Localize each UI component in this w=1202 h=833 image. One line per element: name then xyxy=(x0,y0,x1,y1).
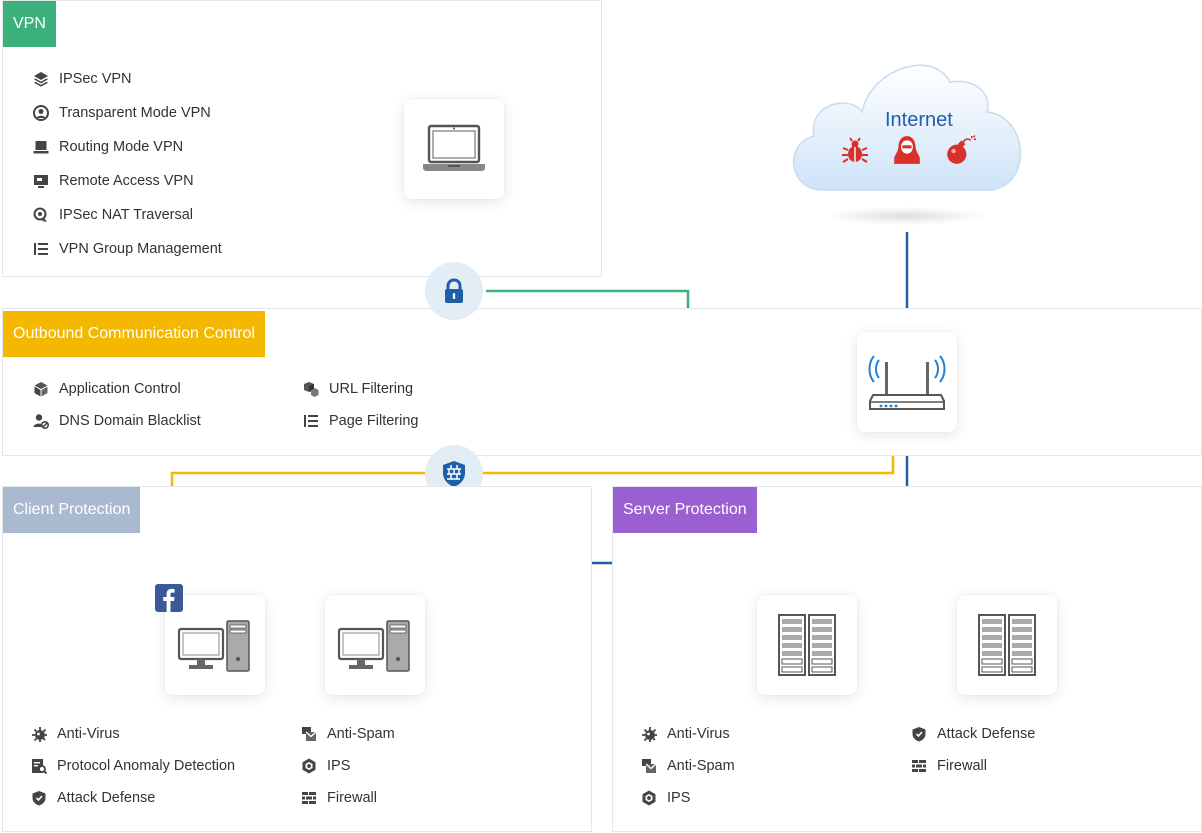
firewall-shield-icon xyxy=(443,461,465,487)
vpn-item-label: VPN Group Management xyxy=(59,241,222,257)
vpn-item-ipsec: IPSec VPN xyxy=(33,71,132,87)
facebook-icon xyxy=(155,584,183,612)
client-item-label: Anti-Virus xyxy=(57,726,120,742)
outbound-item-dns: DNS Domain Blacklist xyxy=(33,413,201,429)
server-card-2 xyxy=(957,595,1057,695)
server-item-label: Firewall xyxy=(937,758,987,774)
monitor-icon xyxy=(33,173,49,189)
layers-icon xyxy=(33,71,49,87)
client-item-label: IPS xyxy=(327,758,351,774)
vpn-lock-node xyxy=(425,262,483,320)
boxes-icon xyxy=(303,381,319,397)
laptop-icon xyxy=(33,139,49,155)
vpn-item-label: IPSec VPN xyxy=(59,71,132,87)
vpn-tag: VPN xyxy=(3,1,56,47)
user-globe-icon xyxy=(33,105,49,121)
client-item-label: Firewall xyxy=(327,790,377,806)
user-block-icon xyxy=(33,413,49,429)
shield-icon xyxy=(31,790,47,806)
server-item-attack: Attack Defense xyxy=(911,726,1035,742)
client-item-attack: Attack Defense xyxy=(31,790,155,806)
desktop-computer-icon xyxy=(177,620,250,672)
outbound-item-label: Application Control xyxy=(59,381,181,397)
client-tag: Client Protection xyxy=(3,487,141,533)
client-item-antispam: Anti-Spam xyxy=(301,726,395,742)
outbound-item-app: Application Control xyxy=(33,381,181,397)
mail-stack-icon xyxy=(301,726,317,742)
server-item-label: Anti-Virus xyxy=(667,726,730,742)
wifi-router-icon xyxy=(868,355,946,410)
cube-icon xyxy=(33,381,49,397)
server-rack-icon xyxy=(778,614,836,676)
client-item-protocol: Protocol Anomaly Detection xyxy=(31,758,235,774)
client-item-antivirus: Anti-Virus xyxy=(31,726,120,742)
client-panel: Client Protection Anti-Virus Protocol An… xyxy=(2,486,592,832)
outbound-item-label: DNS Domain Blacklist xyxy=(59,413,201,429)
client-item-label: Anti-Spam xyxy=(327,726,395,742)
globe-pin-icon xyxy=(33,207,49,223)
list-icon xyxy=(33,241,49,257)
client-item-firewall: Firewall xyxy=(301,790,377,806)
laptop-device-icon xyxy=(423,124,485,171)
server-item-antivirus: Anti-Virus xyxy=(641,726,730,742)
virus-icon xyxy=(641,726,657,742)
vpn-item-label: IPSec NAT Traversal xyxy=(59,207,194,223)
client-desktop-card-2 xyxy=(325,595,425,695)
server-tag: Server Protection xyxy=(613,487,757,533)
client-item-label: Attack Defense xyxy=(57,790,156,806)
server-item-ips: IPS xyxy=(641,790,690,806)
router-card xyxy=(857,332,957,432)
hexagon-icon xyxy=(301,758,317,774)
server-item-firewall: Firewall xyxy=(911,758,987,774)
bomb-icon xyxy=(947,135,976,164)
mail-stack-icon xyxy=(641,758,657,774)
hexagon-icon xyxy=(641,790,657,806)
outbound-item-label: Page Filtering xyxy=(329,413,419,429)
server-item-antispam: Anti-Spam xyxy=(641,758,735,774)
vpn-item-nat: IPSec NAT Traversal xyxy=(33,207,193,223)
outbound-panel: Outbound Communication Control Applicati… xyxy=(2,308,1202,456)
server-rack-icon xyxy=(978,614,1036,676)
hacker-icon xyxy=(894,136,920,164)
outbound-item-url: URL Filtering xyxy=(303,381,413,397)
brick-wall-icon xyxy=(911,758,927,774)
vpn-item-remote: Remote Access VPN xyxy=(33,173,194,189)
bug-icon xyxy=(842,137,868,163)
server-item-label: Attack Defense xyxy=(937,726,1036,742)
server-item-label: Anti-Spam xyxy=(667,758,735,774)
shield-icon xyxy=(911,726,927,742)
vpn-item-group: VPN Group Management xyxy=(33,241,222,257)
server-item-label: IPS xyxy=(667,790,691,806)
brick-wall-icon xyxy=(301,790,317,806)
client-desktop-card-1 xyxy=(165,595,265,695)
vpn-item-label: Routing Mode VPN xyxy=(59,139,184,155)
internet-label: Internet xyxy=(885,109,953,131)
document-search-icon xyxy=(31,758,47,774)
vpn-item-label: Remote Access VPN xyxy=(59,173,194,189)
outbound-item-page: Page Filtering xyxy=(303,413,418,429)
client-item-label: Protocol Anomaly Detection xyxy=(57,758,236,774)
vpn-item-label: Transparent Mode VPN xyxy=(59,105,211,121)
list-icon xyxy=(303,413,319,429)
laptop-card xyxy=(404,99,504,199)
server-card-1 xyxy=(757,595,857,695)
virus-icon xyxy=(31,726,47,742)
outbound-tag: Outbound Communication Control xyxy=(3,311,265,357)
vpn-item-routing: Routing Mode VPN xyxy=(33,139,183,155)
outbound-item-label: URL Filtering xyxy=(329,381,414,397)
server-panel: Server Protection Anti-Virus Anti-Spam I… xyxy=(612,486,1202,832)
vpn-panel: VPN IPSec VPN Transparent Mode VPN Routi… xyxy=(2,0,602,277)
desktop-computer-icon xyxy=(337,620,410,672)
client-item-ips: IPS xyxy=(301,758,350,774)
lock-icon xyxy=(445,278,463,303)
vpn-item-transparent: Transparent Mode VPN xyxy=(33,105,211,121)
